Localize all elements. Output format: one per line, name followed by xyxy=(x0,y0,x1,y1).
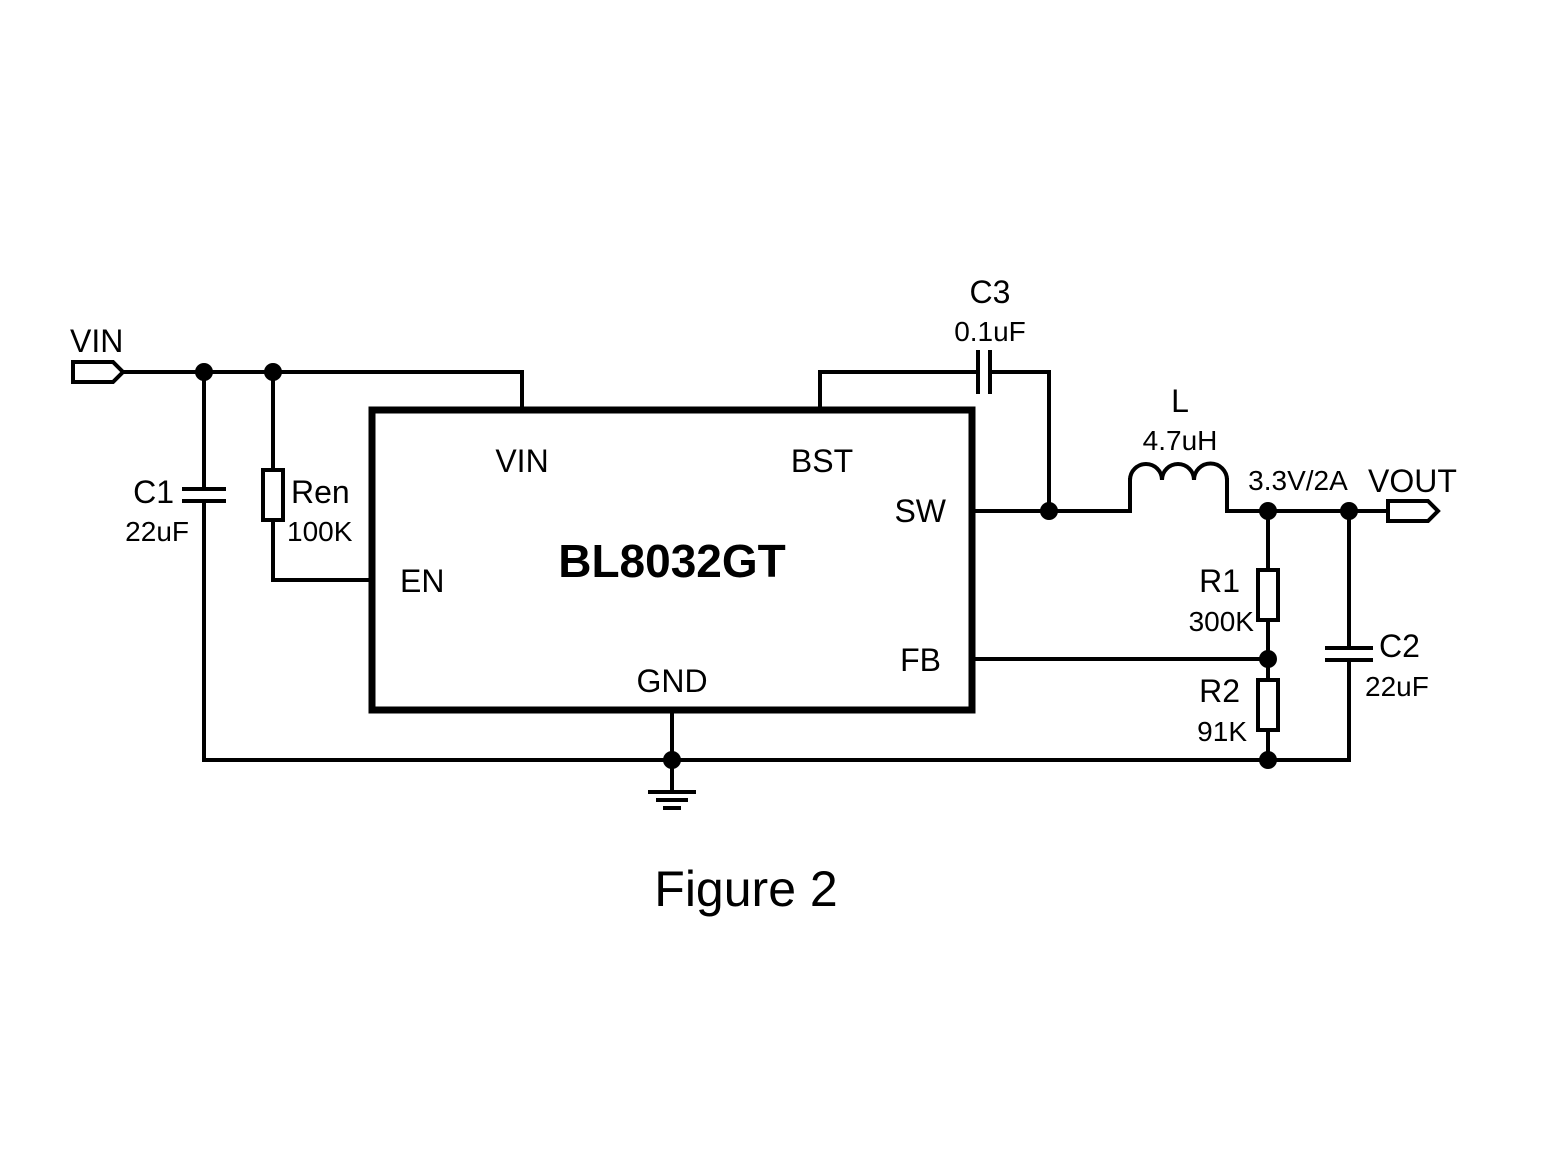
vout-port-icon xyxy=(1386,499,1441,523)
c2-value: 22uF xyxy=(1365,671,1429,702)
l-ref: L xyxy=(1171,383,1189,419)
figure-caption: Figure 2 xyxy=(654,861,837,917)
pin-label-vin: VIN xyxy=(495,443,548,479)
vout-port-label: VOUT xyxy=(1368,463,1457,499)
wires xyxy=(121,370,1390,794)
r2-resistor xyxy=(1256,678,1280,732)
c3-value: 0.1uF xyxy=(954,316,1026,347)
ren-resistor xyxy=(261,468,285,522)
junction-dot xyxy=(1259,650,1277,668)
vin-rail-wire xyxy=(121,370,524,412)
ren-ref: Ren xyxy=(291,474,350,510)
r1-value: 300K xyxy=(1189,606,1255,637)
r2-value: 91K xyxy=(1197,716,1247,747)
ground-icon xyxy=(648,790,696,810)
r2-ref: R2 xyxy=(1199,673,1240,709)
pin-label-bst: BST xyxy=(791,443,853,479)
c3-capacitor xyxy=(976,350,992,394)
ren-to-en-wire xyxy=(271,518,374,582)
c3-ref: C3 xyxy=(970,274,1011,310)
pin-label-en: EN xyxy=(400,563,444,599)
junction-dot xyxy=(1040,502,1058,520)
ic-name: BL8032GT xyxy=(558,535,786,587)
r1-ref: R1 xyxy=(1199,563,1240,599)
junction-dots xyxy=(195,363,1358,769)
pin-label-gnd: GND xyxy=(636,663,707,699)
pin-label-sw: SW xyxy=(894,493,946,529)
sw-wire xyxy=(970,478,1132,513)
ren-value: 100K xyxy=(287,516,353,547)
output-rating-label: 3.3V/2A xyxy=(1248,465,1348,496)
junction-dot xyxy=(663,751,681,769)
c2-capacitor xyxy=(1325,646,1373,662)
c1-capacitor xyxy=(182,487,226,503)
bst-wire xyxy=(818,370,980,412)
l-value: 4.7uH xyxy=(1143,425,1218,456)
junction-dot xyxy=(1340,502,1358,520)
c1-value: 22uF xyxy=(125,516,189,547)
c3-right-wire xyxy=(988,370,1051,513)
inductor-coil xyxy=(1127,461,1230,483)
vout-wire xyxy=(1225,478,1390,513)
ic-body xyxy=(368,406,976,714)
vin-port-icon xyxy=(71,360,126,384)
pin-label-fb: FB xyxy=(900,642,941,678)
junction-dot xyxy=(195,363,213,381)
junction-dot xyxy=(264,363,282,381)
c2-ref: C2 xyxy=(1379,628,1420,664)
r1-resistor xyxy=(1256,568,1280,622)
c1-ref: C1 xyxy=(133,474,174,510)
junction-dot xyxy=(1259,502,1277,520)
junction-dot xyxy=(1259,751,1277,769)
vin-port-label: VIN xyxy=(70,323,123,359)
